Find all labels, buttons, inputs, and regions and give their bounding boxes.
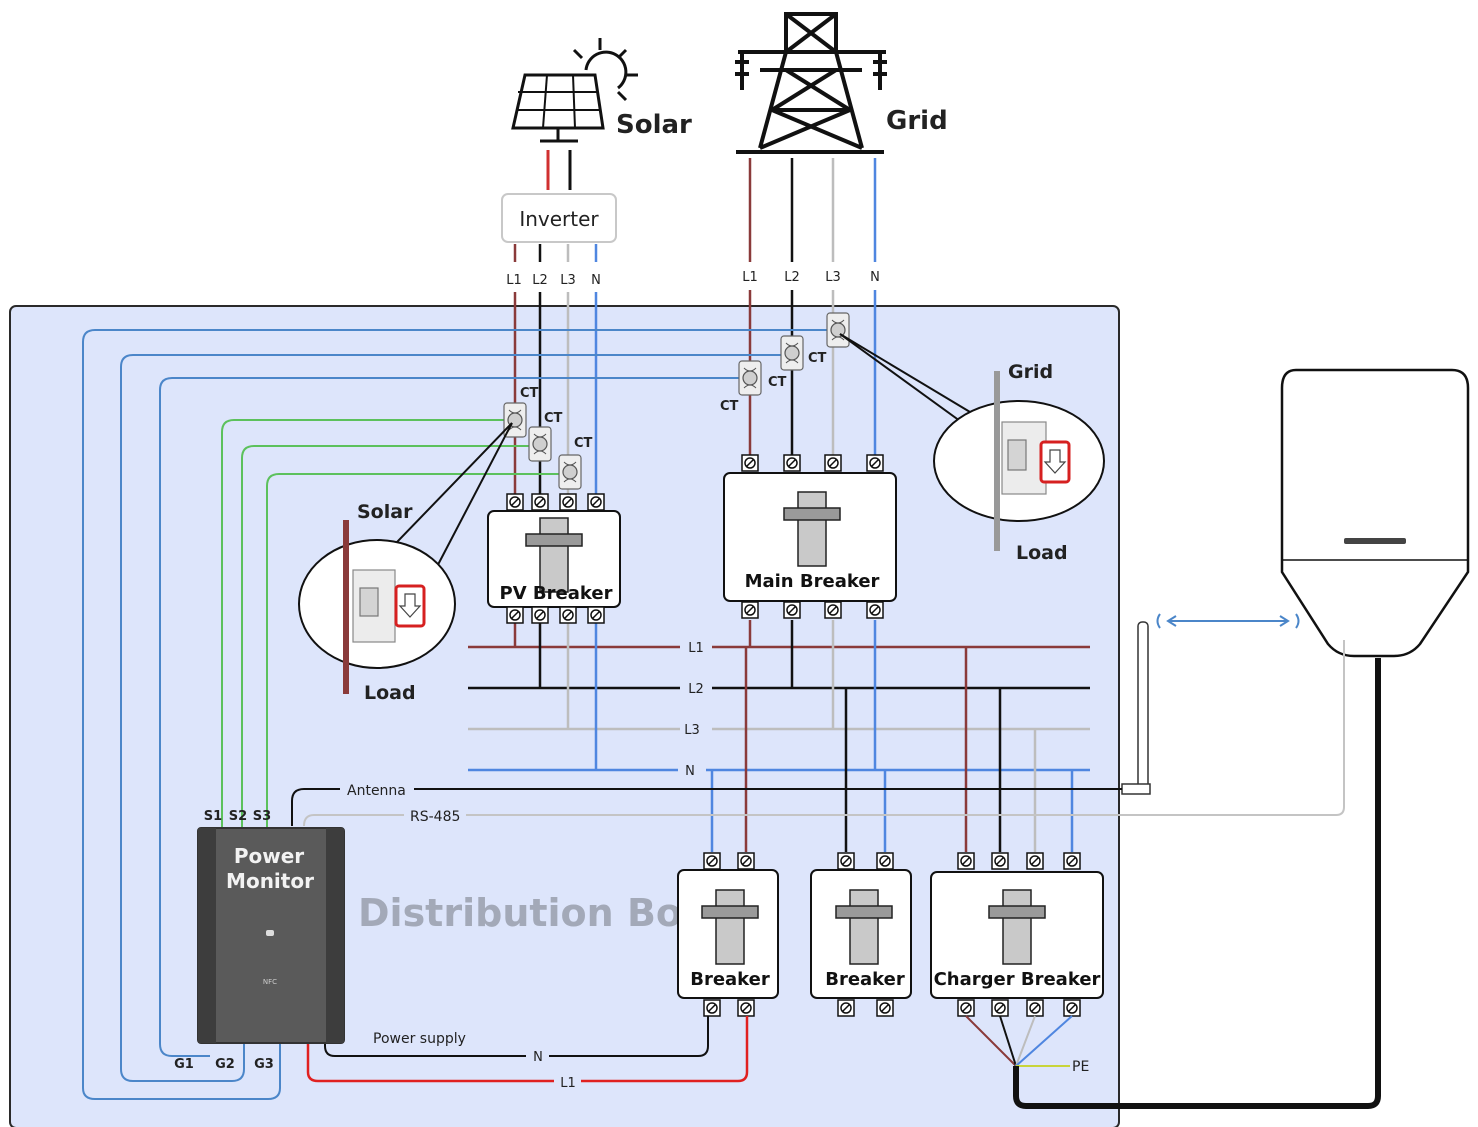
bus-l1-label: L1 <box>688 641 704 656</box>
ct-label-grid-2: CT <box>768 375 787 390</box>
main-breaker <box>723 454 897 619</box>
ct-label-solar-3: CT <box>574 436 593 451</box>
power-monitor: NFC <box>197 827 345 1044</box>
ct-label-solar-1: CT <box>520 386 539 401</box>
ground-g2-label: G2 <box>215 1057 235 1072</box>
ct-label-grid-3: CT <box>808 351 827 366</box>
grid-callout-bottom: Load <box>1016 542 1068 564</box>
rs485-wire-label: RS-485 <box>410 809 460 825</box>
supply-l1-label: L1 <box>560 1076 576 1091</box>
inverter <box>501 193 617 243</box>
solar-callout-bottom: Load <box>364 682 416 704</box>
nfc-icon: NFC <box>263 978 277 986</box>
input-s3-label: S3 <box>253 809 271 824</box>
charger-cable <box>1013 658 1381 1109</box>
inv-l2-label: L2 <box>532 273 548 288</box>
solar-callout-top: Solar <box>357 501 413 523</box>
antenna-icon <box>1121 621 1151 795</box>
breaker-1 <box>677 852 779 1017</box>
inv-l1-label: L1 <box>506 273 522 288</box>
solar-panel-icon <box>511 73 605 143</box>
ground-g1-label: G1 <box>174 1057 194 1072</box>
inverter-label: Inverter <box>519 207 599 231</box>
pv-breaker-label: PV Breaker <box>500 583 613 604</box>
antenna-wire <box>291 788 1122 826</box>
bus-bars <box>468 645 1090 772</box>
supply-n-label: N <box>533 1050 543 1065</box>
solar-label: Solar <box>616 110 692 140</box>
arrow-down-icon <box>1043 449 1067 474</box>
ct-label-solar-2: CT <box>544 411 563 426</box>
inv-n-label: N <box>591 273 601 288</box>
bus-l3-label: L3 <box>684 723 700 738</box>
solar-ct-callout <box>298 422 513 694</box>
wireless-signal-icon <box>1156 613 1300 629</box>
breaker-2-label: Breaker <box>825 969 905 990</box>
bus-l2-label: L2 <box>688 682 704 697</box>
pv-breaker <box>487 493 621 624</box>
breaker-2 <box>810 852 912 1017</box>
power-supply-n-wire <box>324 1016 709 1057</box>
ground-g3-label: G3 <box>254 1057 274 1072</box>
rs485-wire <box>303 640 1345 827</box>
grid-l2-label: L2 <box>784 270 800 285</box>
pe-label: PE <box>1072 1059 1089 1075</box>
sun-icon <box>572 38 638 102</box>
arrow-down-icon <box>398 593 422 618</box>
main-breaker-label: Main Breaker <box>745 571 880 592</box>
power-supply-l1-wire <box>306 1016 749 1083</box>
ct-label-grid-1: CT <box>720 399 739 414</box>
distribution-box-title: Distribution Box <box>358 891 707 935</box>
inv-l3-label: L3 <box>560 273 576 288</box>
grid-ct-callout <box>839 333 1105 551</box>
power-monitor-title-2: Monitor <box>226 869 314 893</box>
antenna-wire-label: Antenna <box>347 783 406 799</box>
bus-n-label: N <box>685 764 695 779</box>
breaker-1-label: Breaker <box>690 969 770 990</box>
grid-label: Grid <box>886 106 948 136</box>
power-monitor-title-1: Power <box>234 844 304 868</box>
grid-l3-label: L3 <box>825 270 841 285</box>
charger-breaker-label: Charger Breaker <box>934 969 1101 990</box>
input-s1-label: S1 <box>204 809 222 824</box>
input-s2-label: S2 <box>229 809 247 824</box>
transmission-tower-icon <box>735 12 887 154</box>
ev-charger-icon <box>1280 368 1470 658</box>
charger-breaker <box>930 852 1104 1017</box>
power-supply-label: Power supply <box>373 1031 466 1047</box>
grid-l1-label: L1 <box>742 270 758 285</box>
grid-n-label: N <box>870 270 880 285</box>
grid-callout-top: Grid <box>1008 361 1053 383</box>
